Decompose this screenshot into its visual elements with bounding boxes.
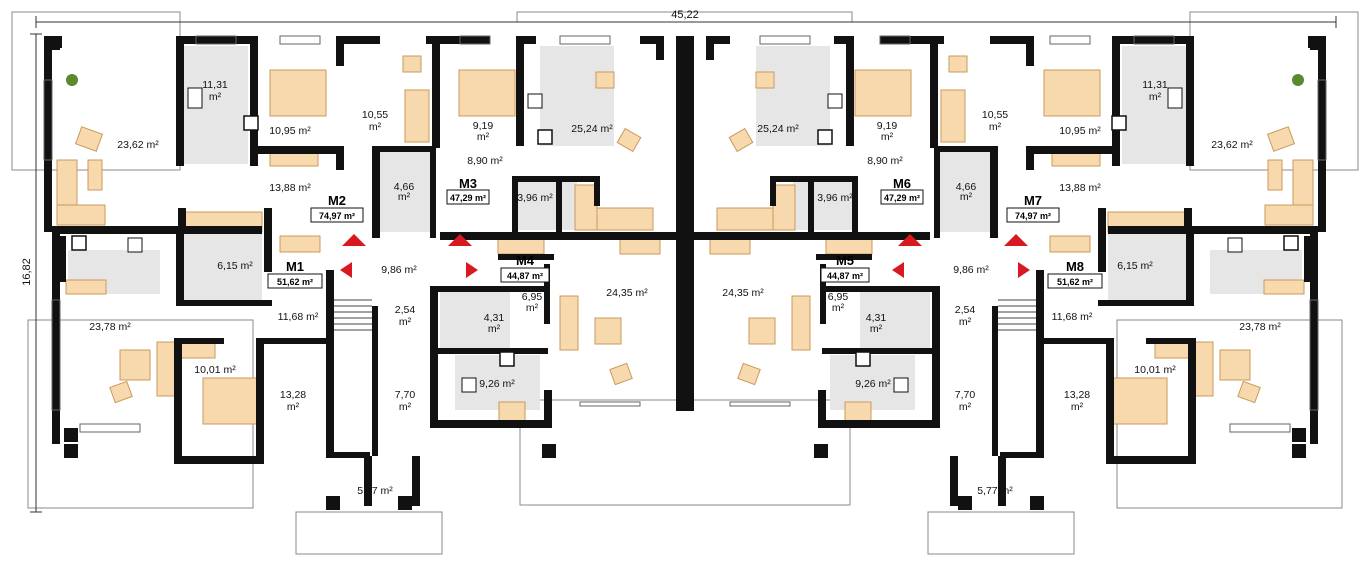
room-area-label: m²	[989, 121, 1002, 133]
unit-m3-name: M3	[459, 176, 477, 191]
unit-m3-area: 47,29 m²	[450, 193, 486, 203]
unit-m4-name: M4	[516, 253, 535, 268]
room-area-label: 4,66	[956, 181, 977, 193]
room-area-label: 23,62 m²	[1211, 139, 1253, 151]
unit-m8-name: M8	[1066, 259, 1084, 274]
room-area-label: 9,19	[473, 120, 494, 132]
height-dimension: 16,82	[21, 258, 33, 286]
room-area-label: m²	[369, 121, 382, 133]
room-area-label: m²	[832, 302, 845, 314]
room-area-label: 4,66	[394, 181, 415, 193]
room-area-label: 13,28	[280, 389, 306, 401]
plant-icon	[66, 74, 1304, 86]
unit-m1-name: M1	[286, 259, 304, 274]
room-area-label: 8,90 m²	[867, 155, 903, 167]
room-area-label: 8,90 m²	[467, 155, 503, 167]
room-area-label: m²	[1071, 401, 1084, 413]
entrance-arrow-icon	[340, 234, 1030, 278]
room-area-label: 10,01 m²	[1134, 364, 1176, 376]
room-area-label: 3,96 m²	[817, 192, 853, 204]
room-area-label: 10,95 m²	[269, 125, 311, 137]
room-area-label: 11,31	[202, 79, 228, 91]
room-area-label: m²	[526, 302, 539, 314]
room-area-label: 23,78 m²	[1239, 321, 1281, 333]
unit-m5-name: M5	[836, 253, 854, 268]
room-area-label: 9,86 m²	[381, 264, 417, 276]
room-area-label: 13,28	[1064, 389, 1090, 401]
room-area-label: 11,31	[1142, 79, 1168, 91]
width-dimension: 45,22	[671, 9, 699, 21]
room-area-label: 25,24 m²	[571, 123, 613, 135]
room-area-label: m²	[881, 131, 894, 143]
room-area-label: m²	[399, 401, 412, 413]
room-area-label: 10,55	[982, 109, 1008, 121]
room-area-label: 24,35 m²	[606, 287, 648, 299]
room-area-label: 6,95	[828, 291, 849, 303]
room-area-label: 10,95 m²	[1059, 125, 1101, 137]
room-area-label: m²	[960, 191, 973, 203]
unit-m2-name: M2	[328, 193, 346, 208]
room-area-label: 23,78 m²	[89, 321, 131, 333]
room-area-label: 7,70	[955, 389, 976, 401]
room-area-label: m²	[488, 323, 501, 335]
room-area-label: 7,70	[395, 389, 416, 401]
room-area-label: 23,62 m²	[117, 139, 159, 151]
unit-m7-name: M7	[1024, 193, 1042, 208]
room-area-label: 10,01 m²	[194, 364, 236, 376]
room-area-label: 6,15 m²	[217, 260, 253, 272]
walls	[44, 36, 1326, 510]
unit-m2-area: 74,97 m²	[319, 211, 355, 221]
unit-m4-area: 44,87 m²	[507, 271, 543, 281]
room-area-label: 5,77 m²	[977, 485, 1013, 497]
stairs	[334, 299, 1036, 331]
unit-m6-area: 47,29 m²	[884, 193, 920, 203]
fridge-icon	[71, 115, 1299, 367]
room-area-label: m²	[959, 316, 972, 328]
room-area-label: 24,35 m²	[722, 287, 764, 299]
room-area-label: 11,68 m²	[278, 311, 319, 323]
room-area-label: 10,55	[362, 109, 388, 121]
room-area-label: 13,88 m²	[1059, 182, 1101, 194]
unit-m1-area: 51,62 m²	[277, 277, 313, 287]
room-area-label: m²	[398, 191, 411, 203]
unit-m5-area: 44,87 m²	[827, 271, 863, 281]
room-area-label: 9,86 m²	[953, 264, 989, 276]
room-area-label: 6,95	[522, 291, 543, 303]
unit-tags	[267, 189, 1103, 289]
unit-m8-area: 51,62 m²	[1057, 277, 1093, 287]
room-area-label: 2,54	[395, 304, 416, 316]
room-area-label: m²	[1149, 91, 1162, 103]
room-area-label: m²	[287, 401, 300, 413]
room-area-label: 25,24 m²	[757, 123, 799, 135]
room-area-label: 9,19	[877, 120, 898, 132]
unit-m7-area: 74,97 m²	[1015, 211, 1051, 221]
stove-icon	[127, 87, 1243, 393]
room-area-label: m²	[209, 91, 222, 103]
room-area-label: m²	[870, 323, 883, 335]
room-area-label: 13,88 m²	[269, 182, 311, 194]
room-area-label: 4,31	[866, 312, 887, 324]
room-area-label: 11,68 m²	[1052, 311, 1093, 323]
room-area-label: 2,54	[955, 304, 976, 316]
room-area-label: 4,31	[484, 312, 505, 324]
dimension-lines	[30, 16, 1337, 513]
room-area-label: 3,96 m²	[517, 192, 553, 204]
room-area-label: 6,15 m²	[1117, 260, 1153, 272]
room-area-label: 5,77 m²	[357, 485, 393, 497]
room-area-label: 9,26 m²	[479, 378, 515, 390]
room-area-label: m²	[959, 401, 972, 413]
unit-m6-name: M6	[893, 176, 911, 191]
room-area-label: 9,26 m²	[855, 378, 891, 390]
room-area-label: m²	[399, 316, 412, 328]
windows	[43, 35, 1327, 433]
room-area-label: m²	[477, 131, 490, 143]
